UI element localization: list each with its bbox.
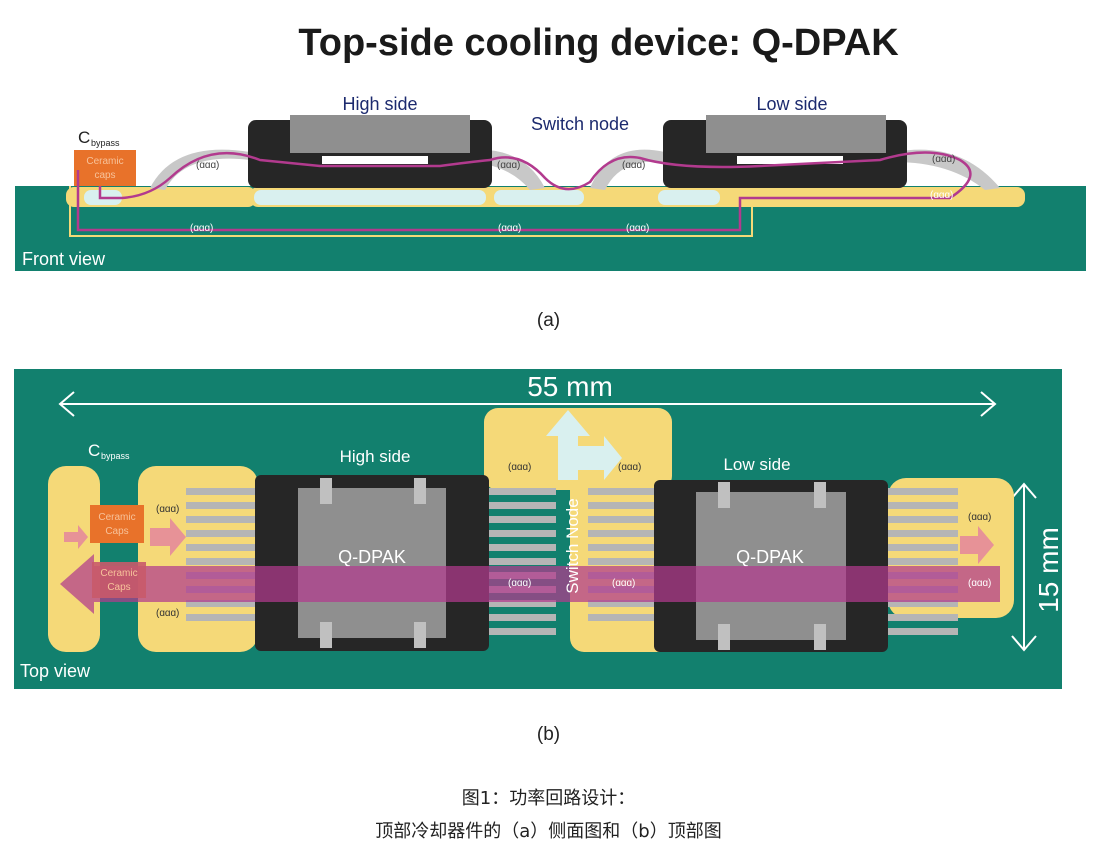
top-inductor-8: (ɑɑɑ) [968,578,991,589]
caption-line-1: 图1：功率回路设计： [461,788,636,809]
top-inductor-3: (ɑɑɑ) [508,462,531,473]
top-inductor-4: (ɑɑɑ) [618,462,641,473]
front-return-path [69,186,753,237]
front-die-strip-ls [737,156,843,164]
top-inductor-6: (ɑɑɑ) [612,578,635,589]
top-package-label-right: Q-DPAK [736,547,804,567]
front-view-label: Front view [22,249,106,269]
front-inductor-3: (ɑɑɑ) [626,223,649,234]
top-view-diagram: 55 mm 15 mm [14,369,1064,689]
dimension-height-arrow [1011,482,1037,652]
top-package-label-left: Q-DPAK [338,547,406,567]
top-low-side-label: Low side [723,455,790,474]
front-inductor-8: (ɑɑɑ) [932,154,955,165]
top-ceramic-caps-1 [90,505,144,543]
top-inductor-2: (ɑɑɑ) [156,608,179,619]
front-thermal-pad-3 [494,190,584,205]
front-die-high-side [290,115,470,153]
front-cbypass-label: C [78,128,90,147]
label-a: (a) [536,310,561,331]
top-forward-arrow-hs [150,518,186,556]
front-lead-ls-right [895,149,1000,190]
front-inductor-6: (ɑɑɑ) [497,160,520,171]
dimension-width-arrow [58,391,997,417]
front-high-side-label: High side [342,94,417,114]
top-forward-arrow-ls [960,526,994,564]
dimension-height-label: 15 mm [1033,527,1064,613]
top-view-label: Top view [20,661,91,681]
front-inductor-7: (ɑɑɑ) [622,160,645,171]
front-caps-label-2: caps [94,170,115,181]
top-switch-node-label: Switch Node [563,498,582,593]
top-inductor-1: (ɑɑɑ) [156,504,179,515]
front-caps-label-1: Ceramic [86,156,123,167]
front-inductor-5: (ɑɑɑ) [196,160,219,171]
top-cbypass-sub: bypass [101,451,130,461]
top-high-side-label: High side [340,447,411,466]
top-cbypass-label: C [88,441,100,460]
front-switch-node-label: Switch node [531,114,629,134]
figure-title: Top-side cooling device: Q-DPAK [298,22,899,64]
front-cbypass-sub: bypass [91,138,120,148]
top-switch-arrow-right [578,436,622,480]
caption-line-2: 顶部冷却器件的（a）侧面图和（b）顶部图 [375,821,722,842]
front-low-side-label: Low side [756,94,827,114]
top-caps1-label-1: Ceramic [98,512,135,523]
front-view-diagram: Ceramic caps C bypass (ɑɑɑ) (ɑɑɑ) (ɑɑɑ) … [15,94,1086,271]
front-power-loop [76,151,972,232]
front-inductor-2: (ɑɑɑ) [498,223,521,234]
front-die-strip-hs [322,156,428,164]
front-ceramic-caps [74,150,136,186]
front-thermal-pad-2 [254,190,486,205]
top-caps1-label-2: Caps [105,526,128,537]
top-die-high-side [298,488,446,638]
dimension-width-label: 55 mm [527,371,613,402]
front-inductor-4: (ɑɑɑ) [930,190,953,201]
top-ceramic-caps-2 [92,562,146,598]
label-b: (b) [536,724,561,745]
top-return-path-band [60,554,1000,614]
top-caps2-label-1: Ceramic [100,568,137,579]
top-tabs-hs [320,478,426,648]
front-inductor-1: (ɑɑɑ) [190,223,213,234]
top-caps2-label-2: Caps [107,582,130,593]
top-forward-arrow-left [64,525,88,549]
top-switch-arrow-up [546,410,590,480]
front-die-low-side [706,115,886,153]
top-inductor-5: (ɑɑɑ) [508,578,531,589]
top-tabs-ls [718,482,826,650]
top-inductor-7: (ɑɑɑ) [968,512,991,523]
front-thermal-pad-4 [658,190,720,205]
